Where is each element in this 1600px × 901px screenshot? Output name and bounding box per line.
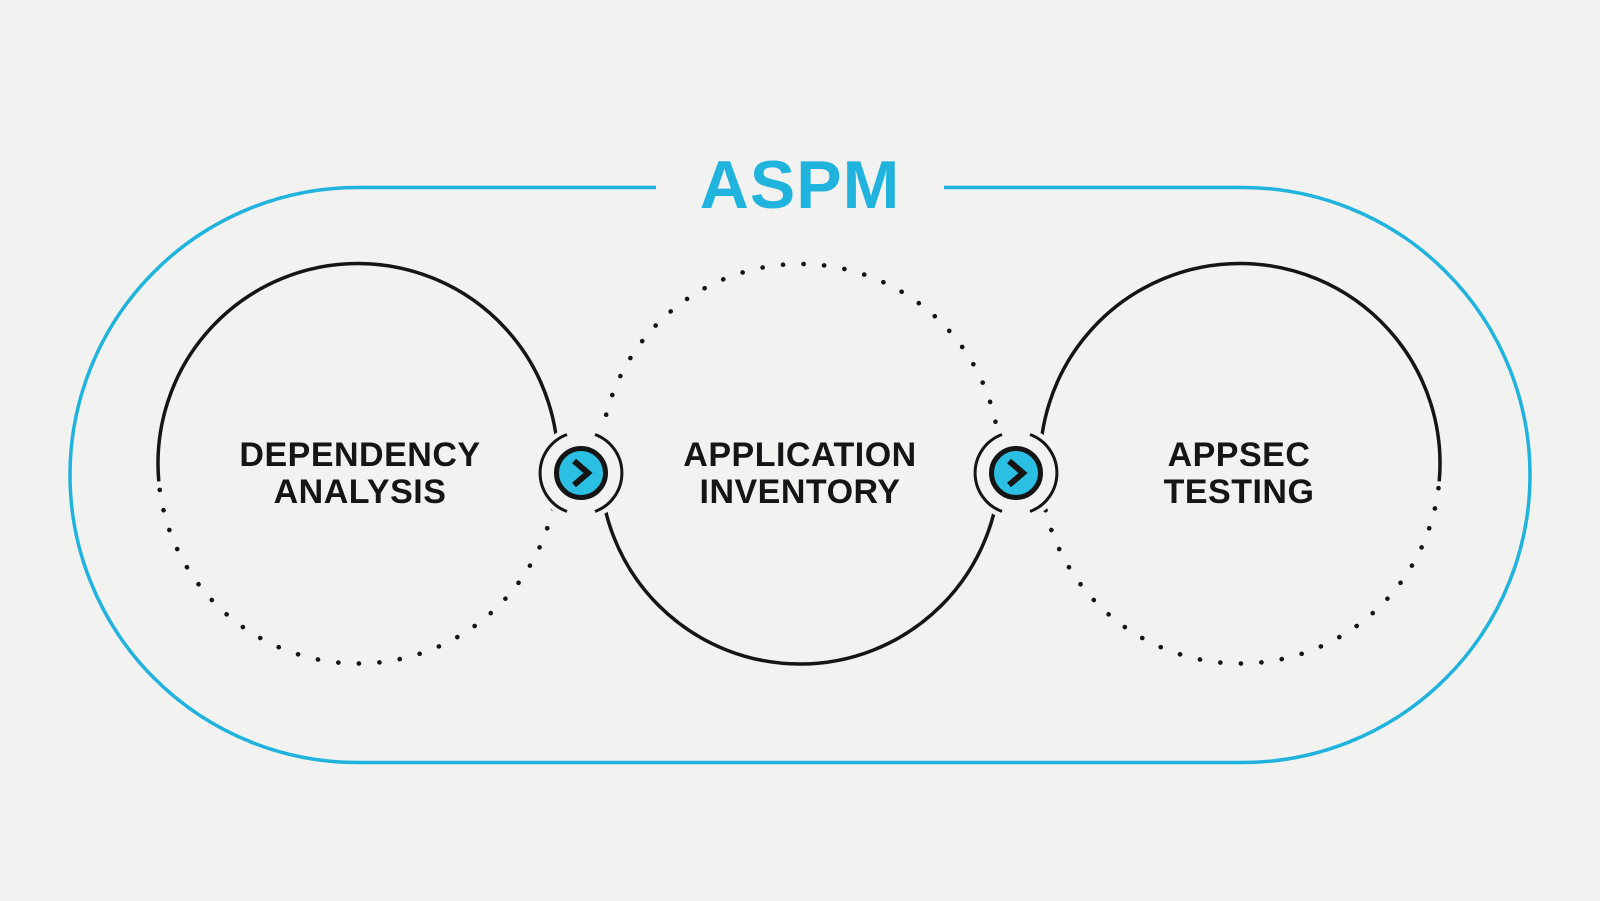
- arrow-button-ring-left: [538, 433, 568, 513]
- next-arrow-button-1[interactable]: [534, 426, 628, 520]
- circle-label-appsec-testing: APPSEC TESTING: [1163, 436, 1315, 511]
- arrow-button-disc[interactable]: [554, 446, 608, 500]
- circle-label-application-inventory: APPLICATION INVENTORY: [683, 436, 917, 511]
- next-arrow-button-2[interactable]: [969, 426, 1063, 520]
- pill-border-title-gap: [656, 180, 944, 195]
- arrow-button-disc[interactable]: [989, 446, 1043, 500]
- appsec-circle-dotted-arc: [1038, 479, 1442, 666]
- application-circle-solid-arc: [598, 463, 1002, 666]
- arrow-button-ring-left: [973, 433, 1003, 513]
- appsec-circle-solid-arc: [1038, 261, 1442, 482]
- pill-border: [68, 185, 1532, 765]
- dependency-circle-dotted-arc: [156, 479, 560, 666]
- chevron-right-icon: [572, 458, 593, 488]
- arrow-button-ring-right: [1029, 433, 1059, 513]
- application-circle-dotted-arc: [597, 261, 1003, 467]
- chevron-right-icon: [1007, 458, 1028, 488]
- dependency-circle-solid-arc: [156, 261, 560, 482]
- diagram-title: ASPM: [699, 146, 901, 223]
- circle-label-dependency-analysis: DEPENDENCY ANALYSIS: [239, 436, 481, 511]
- arrow-button-ring-right: [594, 433, 624, 513]
